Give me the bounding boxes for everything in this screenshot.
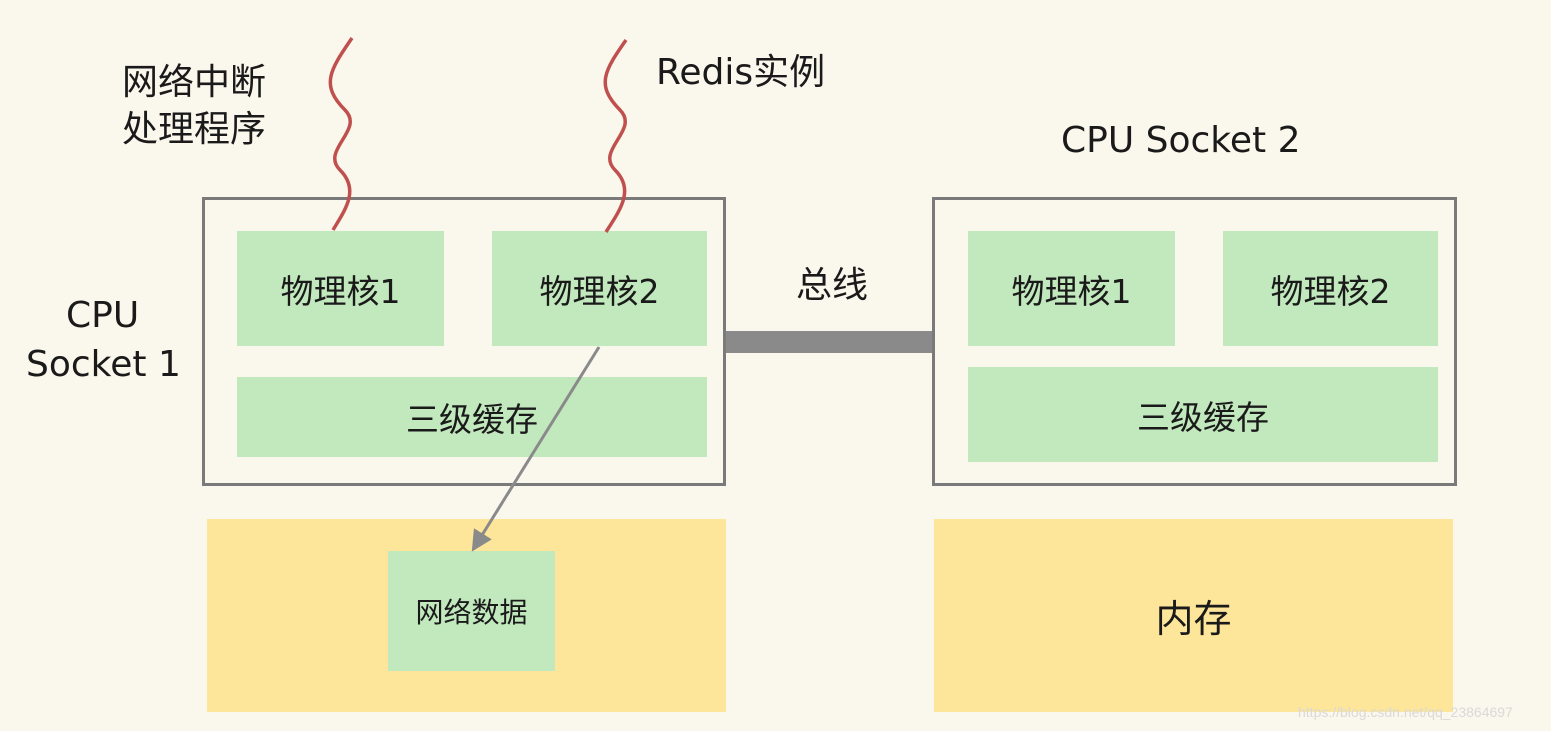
socket1-label-line2: Socket 1	[26, 344, 181, 385]
socket1-l3-cache: 三级缓存	[237, 377, 707, 457]
network-data-block: 网络数据	[388, 551, 555, 671]
socket1-core1: 物理核1	[237, 231, 444, 346]
socket2-label: CPU Socket 2	[1061, 120, 1301, 161]
socket1-core2: 物理核2	[492, 231, 707, 346]
cpu-socket-1	[202, 197, 726, 486]
memory-block-2: 内存	[934, 519, 1453, 712]
bus-label: 总线	[796, 265, 869, 306]
socket2-core1: 物理核1	[968, 231, 1175, 346]
bus-connector	[726, 331, 934, 353]
socket1-label-line1: CPU	[66, 295, 140, 336]
redis-instance-label: Redis实例	[656, 52, 826, 93]
watermark-text: https://blog.csdn.net/qq_23864697	[1298, 704, 1513, 720]
memory-label: 内存	[1155, 597, 1232, 641]
interrupt-handler-label-line2: 处理程序	[122, 109, 267, 150]
interrupt-handler-label-line1: 网络中断	[122, 62, 267, 103]
socket2-l3-cache: 三级缓存	[968, 367, 1438, 462]
cpu-socket-2	[932, 197, 1457, 486]
socket2-core2: 物理核2	[1223, 231, 1438, 346]
